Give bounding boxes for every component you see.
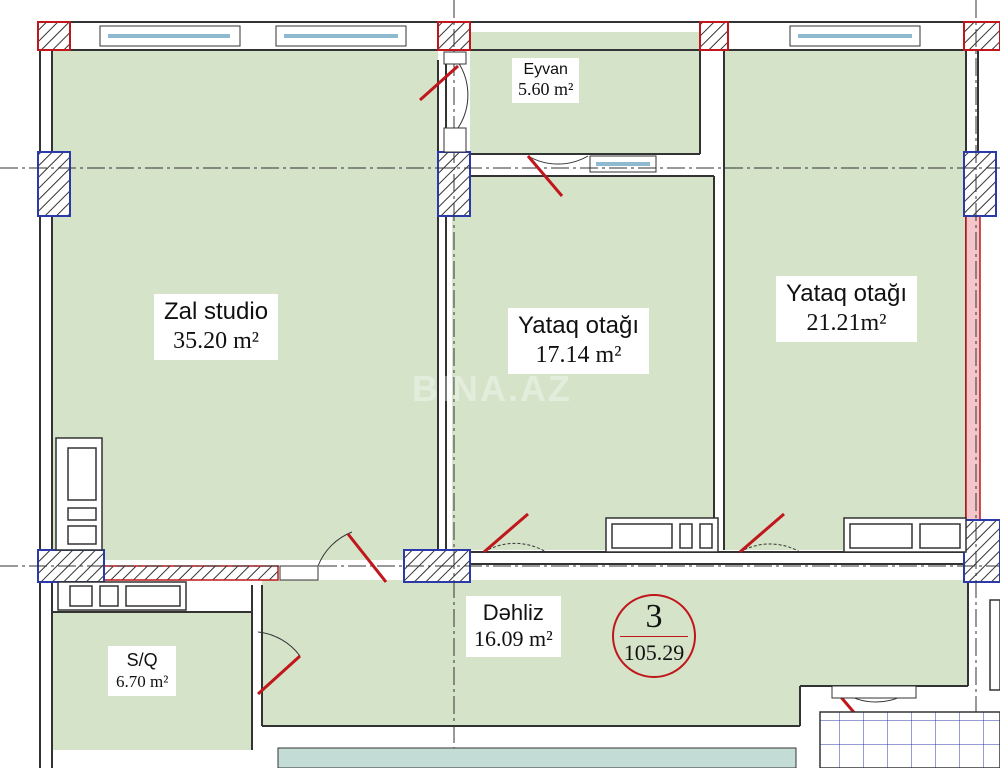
- label-living: Zal studio 35.20 m²: [154, 294, 279, 360]
- room-name: Eyvan: [523, 61, 568, 78]
- room-area: 21.21m²: [806, 309, 887, 336]
- label-bedroom2: Yataq otağı 21.21m²: [776, 276, 917, 342]
- column: [37, 151, 71, 217]
- apartment-badge: 3 105.29: [612, 594, 696, 678]
- room-area: 16.09 m²: [474, 626, 553, 652]
- door-balcony-bedroom: [526, 155, 589, 197]
- room-floors: [52, 32, 968, 750]
- outer-wall-right-strip: [965, 214, 981, 521]
- door-bedroom1: [483, 512, 547, 554]
- label-hall: Dəhliz 16.09 m²: [466, 596, 561, 657]
- apartment-number: 3: [645, 598, 663, 635]
- door-living: [279, 531, 388, 583]
- room-area: 6.70 m²: [116, 671, 169, 691]
- apartment-total-area: 105.29: [623, 640, 685, 665]
- badge-divider: [620, 636, 688, 637]
- column: [963, 519, 1000, 583]
- room-name: S/Q: [126, 650, 158, 670]
- label-balcony: Eyvan 5.60 m²: [512, 58, 580, 103]
- room-name: Dəhliz: [482, 600, 544, 625]
- floor-balcony: [470, 32, 700, 154]
- interior-wall-strip: [103, 565, 279, 581]
- corridor-strip: [277, 747, 797, 768]
- built-in-cabinets: [55, 437, 1000, 691]
- column: [37, 21, 71, 51]
- room-area: 35.20 m²: [173, 327, 259, 354]
- door-balcony: [418, 51, 469, 153]
- label-bath: S/Q 6.70 m²: [108, 646, 177, 696]
- door-bedroom2: [739, 512, 801, 554]
- windows: [99, 25, 921, 173]
- door-bath: [256, 631, 302, 696]
- hall-wall-cabinet: [989, 599, 1000, 691]
- column: [699, 21, 729, 51]
- doors: [256, 51, 917, 751]
- label-bedroom1: Yataq otağı 17.14 m²: [508, 308, 649, 374]
- room-name: Yataq otağı: [786, 280, 907, 307]
- room-name: Yataq otağı: [518, 312, 639, 339]
- room-area: 17.14 m²: [535, 341, 622, 368]
- room-area: 5.60 m²: [518, 79, 574, 100]
- stair-landing: [819, 711, 1000, 768]
- column: [963, 21, 1000, 51]
- room-name: Zal studio: [164, 298, 269, 325]
- watermark: BINA.AZ: [412, 368, 572, 409]
- column: [963, 151, 997, 217]
